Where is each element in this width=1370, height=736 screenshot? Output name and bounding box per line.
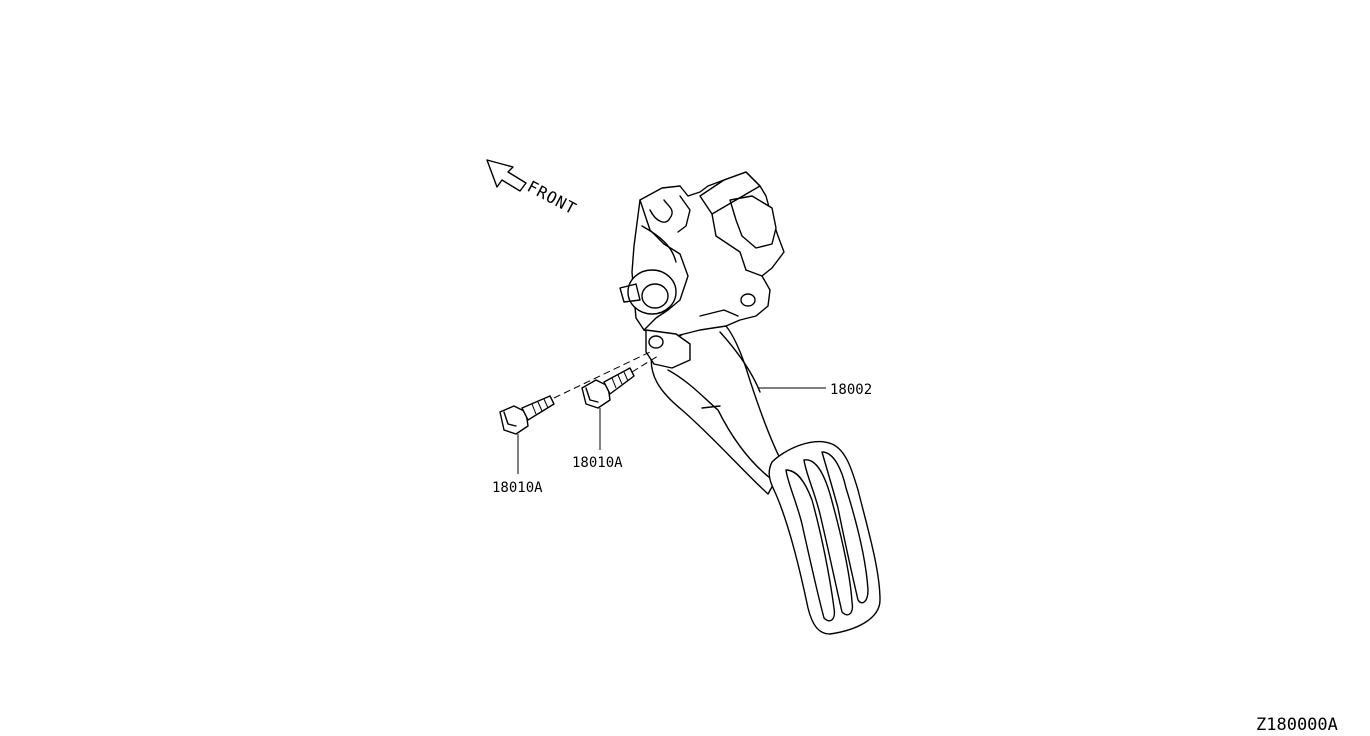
pedal-pad xyxy=(768,440,881,635)
front-arrow-icon xyxy=(486,159,527,192)
bolt-left xyxy=(499,395,555,435)
callout-18002: 18002 xyxy=(830,382,872,398)
bolt-right xyxy=(581,367,635,409)
bolt-left-alignment-line xyxy=(553,351,651,399)
accelerator-pedal-assembly xyxy=(619,171,787,495)
callout-18010a-left: 18010A xyxy=(492,480,543,496)
front-label: FRONT xyxy=(524,177,580,219)
bolt-right-alignment-line xyxy=(631,355,659,373)
callout-18010a-right: 18010A xyxy=(572,455,623,471)
diagram-code: Z180000A xyxy=(1256,715,1338,735)
